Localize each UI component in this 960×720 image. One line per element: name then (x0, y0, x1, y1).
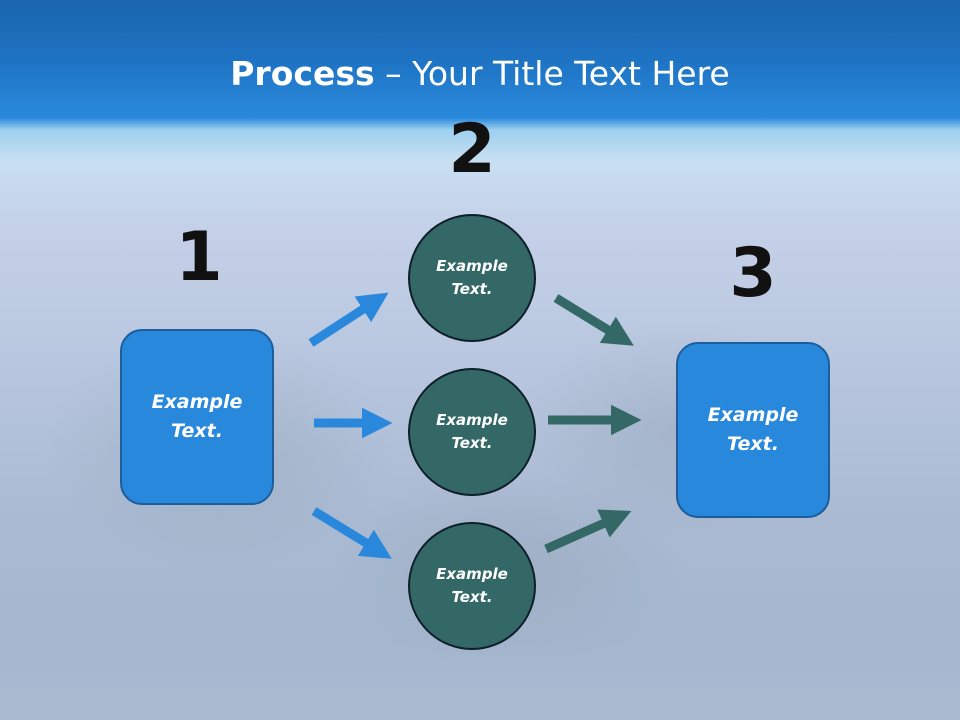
step-2-circle-middle-label: Example Text. (436, 411, 508, 452)
step-2-circle-top[interactable]: Example Text. (408, 214, 536, 342)
arrow-1-to-top (308, 292, 389, 347)
step-2-circle-bottom[interactable]: Example Text. (408, 522, 536, 650)
step-2-circle-bottom-label: Example Text. (436, 565, 508, 606)
step-number-3: 3 (729, 234, 777, 313)
step-number-2: 2 (448, 110, 496, 189)
title-rest-text: – Your Title Text Here (374, 54, 730, 93)
step-2-circle-top-label: Example Text. (436, 257, 508, 298)
step-1-box-label: Example Text. (151, 391, 243, 442)
step-number-1: 1 (175, 218, 223, 297)
arrow-1-to-bottom (311, 507, 392, 559)
step-2-circle-middle[interactable]: Example Text. (408, 368, 536, 496)
step-3-box[interactable]: Example Text. (676, 342, 830, 518)
arrow-top-to-3 (553, 294, 634, 346)
arrow-bottom-to-3 (544, 509, 632, 554)
step-3-box-label: Example Text. (707, 404, 799, 455)
title-bold-text: Process (230, 54, 375, 93)
step-1-box[interactable]: Example Text. (120, 329, 274, 505)
slide-title: Process – Your Title Text Here (0, 52, 960, 96)
